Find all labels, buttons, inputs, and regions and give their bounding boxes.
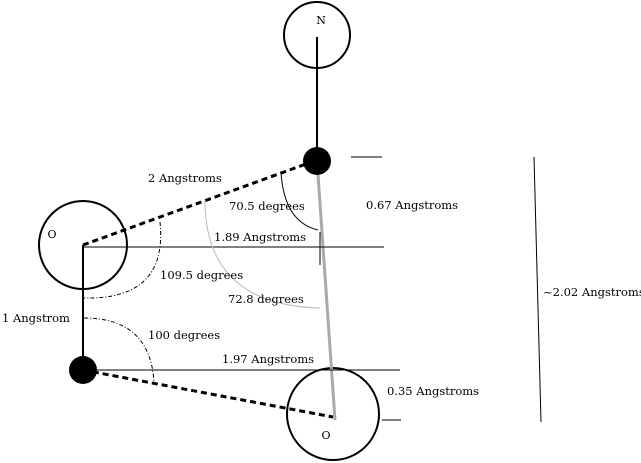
distance-label-1-angstrom: 1 Angstrom [2, 311, 70, 325]
angle-label-70-5: 70.5 degrees [229, 199, 305, 213]
angle-arc-72-8 [204, 199, 321, 309]
distance-label-1-89: 1.89 Angstroms [214, 230, 306, 244]
oxygen-bottom-label: O [321, 429, 330, 442]
angle-label-100: 100 degrees [148, 328, 220, 342]
hydrogen-atom-upper [303, 147, 331, 175]
angle-label-109-5: 109.5 degrees [160, 268, 243, 282]
distance-label-2-angstroms: 2 Angstroms [148, 171, 222, 185]
nitrogen-label: N [316, 14, 326, 27]
total-distance-line [533, 156, 542, 423]
angle-arc-70-5 [280, 171, 319, 231]
distance-label-0-35: 0.35 Angstroms [387, 384, 479, 398]
angle-arc-100 [83, 317, 155, 383]
angle-arc-109-5 [83, 221, 162, 299]
angle-label-72-8: 72.8 degrees [228, 292, 304, 306]
hydrogen-bond-upper [82, 158, 318, 247]
hydrogen-atom-lower [69, 356, 97, 384]
oxygen-left-label: O [47, 228, 56, 241]
oxygen-atom-bottom [286, 367, 380, 461]
h-to-o-axis [315, 159, 337, 421]
distance-label-0-67: 0.67 Angstroms [366, 198, 458, 212]
distance-label-1-97: 1.97 Angstroms [222, 352, 314, 366]
distance-label-2-02: ~2.02 Angstroms [543, 285, 641, 299]
hydrogen-bond-lower [82, 368, 334, 419]
